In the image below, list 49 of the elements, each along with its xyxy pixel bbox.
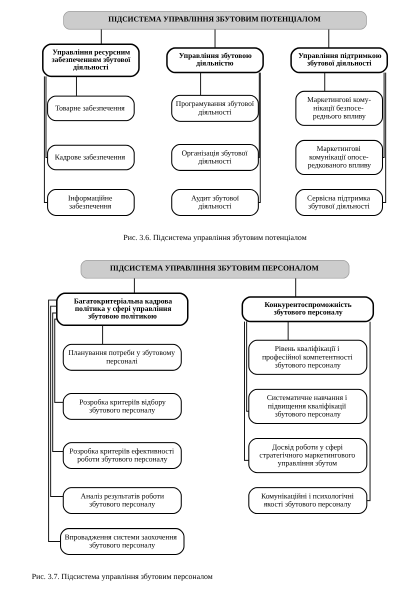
node-box: Товарне забезпечення <box>46 96 134 122</box>
node-box: Досвід роботи у сфері стратегічного маркетингового управління збутом <box>248 438 367 474</box>
node-box: Рівень кваліфікації і професійної компетентності збутового персоналу <box>248 340 367 375</box>
node-box: Управління ресурсним забезпеченням збутової діяльності <box>42 44 140 78</box>
node-box: Інформаційне забезпечення <box>46 189 134 216</box>
connector <box>382 72 384 158</box>
node-box: ПІДСИСТЕМА УПРАВЛІННЯ ЗБУТОВИМ ПЕРСОНАЛОМ <box>80 260 349 279</box>
node-box: Управління збутовою діяльністю <box>166 47 264 74</box>
node-box: Організація збутової діяльності <box>170 144 258 171</box>
connector <box>214 28 216 48</box>
connector <box>200 72 201 96</box>
node-box: Впровадження системи заохочення збутового персоналу <box>60 528 184 555</box>
node-box: Розробка критеріїв відбору збутового персоналу <box>62 392 182 420</box>
connector <box>258 72 260 158</box>
connector <box>382 72 386 203</box>
connector <box>100 28 102 45</box>
connector <box>45 76 48 158</box>
connector <box>328 28 329 48</box>
node-box: Систематичне навчання і підвищення кваліфікації збутового персоналу <box>248 388 367 424</box>
node-box: Аудит збутової діяльності <box>170 189 258 216</box>
connector <box>75 76 76 96</box>
node-box: Розробка критеріїв ефективності роботи збутового персоналу <box>62 442 182 470</box>
connector <box>246 321 249 412</box>
node-box: Програмування збутової діяльності <box>170 94 258 122</box>
node-box: Багатокритеріальна кадрова політика у сфері управління збутовою політикою <box>56 292 188 326</box>
connector <box>102 325 103 345</box>
connector <box>244 321 249 461</box>
connector <box>287 321 288 341</box>
connector <box>133 278 134 294</box>
connector <box>54 318 63 403</box>
node-box: Сервісна підтримка збутової діяльності <box>294 189 382 216</box>
node-box: Конкурентоспроможність збутового персоналу <box>241 296 374 322</box>
connector <box>294 278 296 298</box>
node-box: Кадрове забезпечення <box>46 144 134 170</box>
node-box: Маркетингові комунікації опосе-редкованого впливу <box>294 140 382 176</box>
label: Рис. 3.6. Підсистема управління збутовим потенціалом <box>122 232 306 242</box>
node-box: ПІДСИСТЕМА УПРАВЛІННЯ ЗБУТОВИМ ПОТЕНЦІАЛОМ <box>62 11 366 30</box>
connector <box>50 306 64 497</box>
connector <box>258 72 260 203</box>
node-box: Комунікаційні і психологічні якості збутового персоналу <box>248 487 367 514</box>
connector <box>366 321 370 502</box>
connector <box>52 312 64 452</box>
node-box: Управління підтримкою збутової діяльності <box>290 47 388 74</box>
connector <box>43 76 48 203</box>
node-box: Аналіз результатів роботи збутового персоналу <box>62 487 182 514</box>
node-box: Маркетингові кому-нікації безпосе-реднього впливу <box>294 90 382 126</box>
connector <box>324 72 325 92</box>
label: Рис. 3.7. Підсистема управління збутовим персоналом <box>31 572 212 581</box>
node-box: Планування потреби у збутовому персоналі <box>62 344 182 371</box>
